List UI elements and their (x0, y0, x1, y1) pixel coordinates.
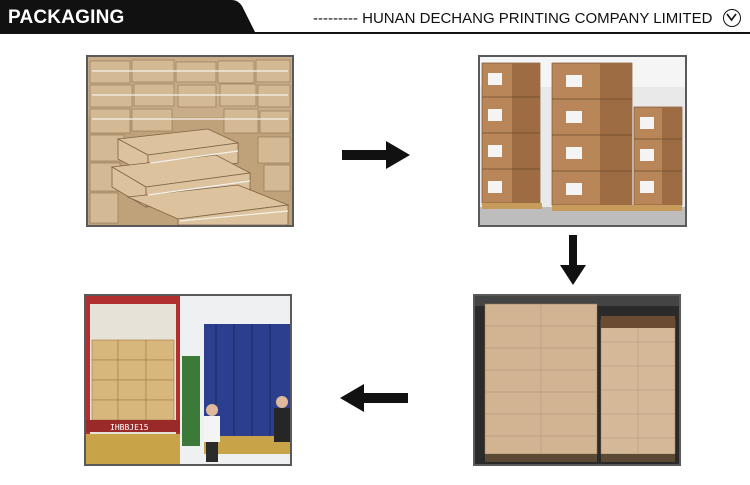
section-title: PACKAGING (8, 7, 125, 28)
container-label: IHBBJE15 (110, 423, 149, 432)
arrow-left-icon (340, 384, 408, 417)
container-loading-photo: IHBBJE15 (84, 294, 292, 466)
arrow-down-icon (560, 235, 586, 290)
company-name: --------- HUNAN DECHANG PRINTING COMPANY… (313, 10, 713, 27)
chevron-down-icon[interactable] (723, 9, 741, 27)
header-divider (0, 32, 750, 34)
wrapped-pallets-photo (473, 294, 681, 466)
section-header-tab (0, 0, 258, 34)
carton-pallets-photo (478, 55, 687, 227)
wrapped-bundles-photo (86, 55, 294, 227)
arrow-right-icon (342, 141, 410, 174)
